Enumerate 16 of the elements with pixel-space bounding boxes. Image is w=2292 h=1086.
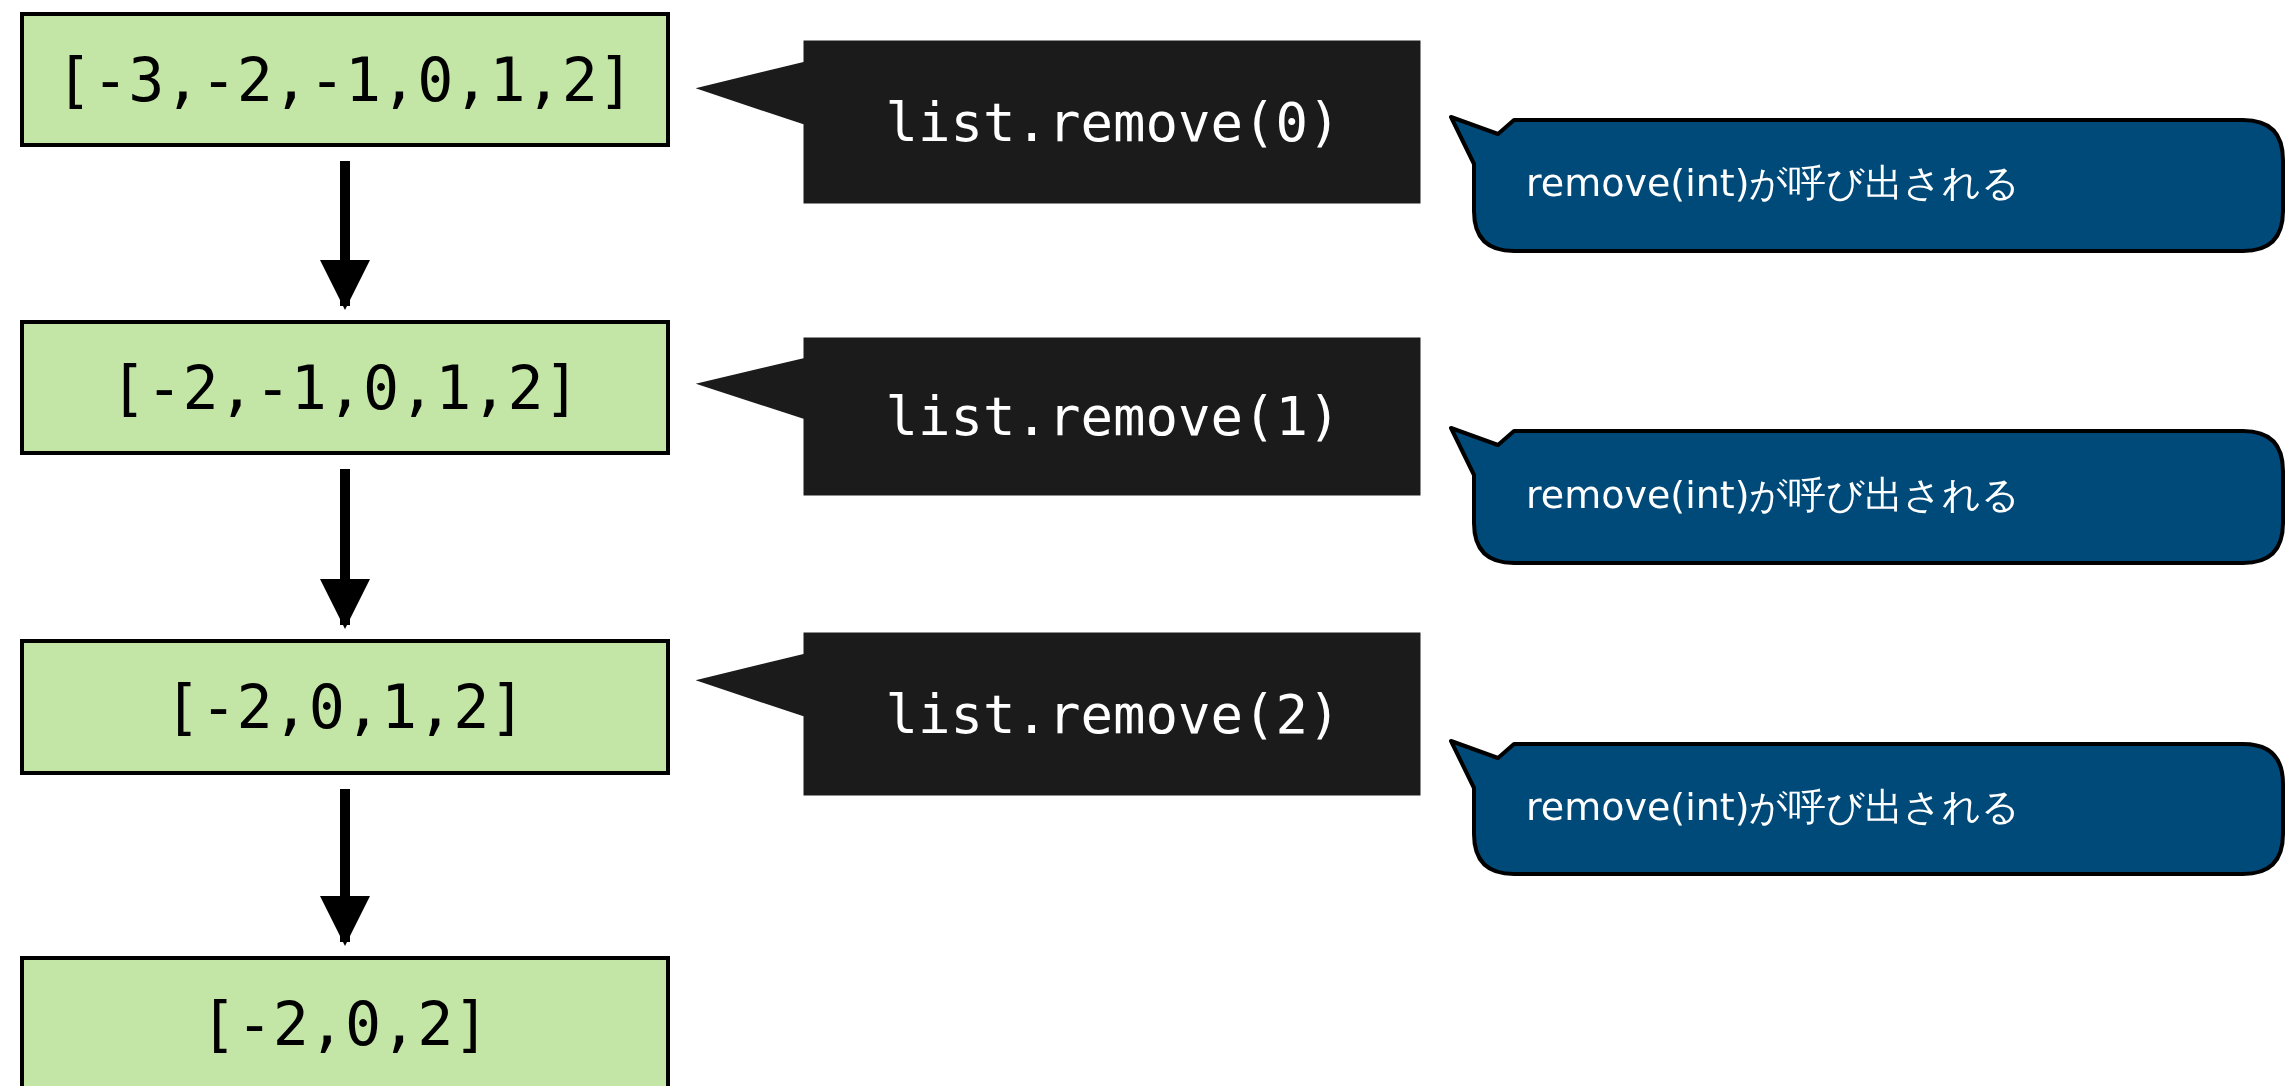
callout-text: remove(int)が呼び出される [1525, 471, 2022, 519]
list-box: [-3,-2,-1,0,1,2] [20, 12, 670, 147]
list-box: [-2,0,2] [20, 956, 670, 1086]
speech-bubble [1449, 738, 2285, 876]
list-box: [-2,0,1,2] [20, 639, 670, 775]
code-text: list.remove(0) [884, 89, 1342, 156]
speech-bubble [1449, 425, 2285, 565]
arrow [320, 469, 370, 629]
speech-bubble [1449, 114, 2285, 253]
code-text: list.remove(2) [884, 681, 1342, 748]
callout-text: remove(int)が呼び出される [1525, 160, 2022, 207]
list-box: [-2,-1,0,1,2] [20, 320, 670, 455]
callout-text: remove(int)が呼び出される [1525, 783, 2022, 831]
arrow [320, 789, 370, 946]
arrow [320, 161, 370, 310]
code-text: list.remove(1) [884, 384, 1342, 450]
